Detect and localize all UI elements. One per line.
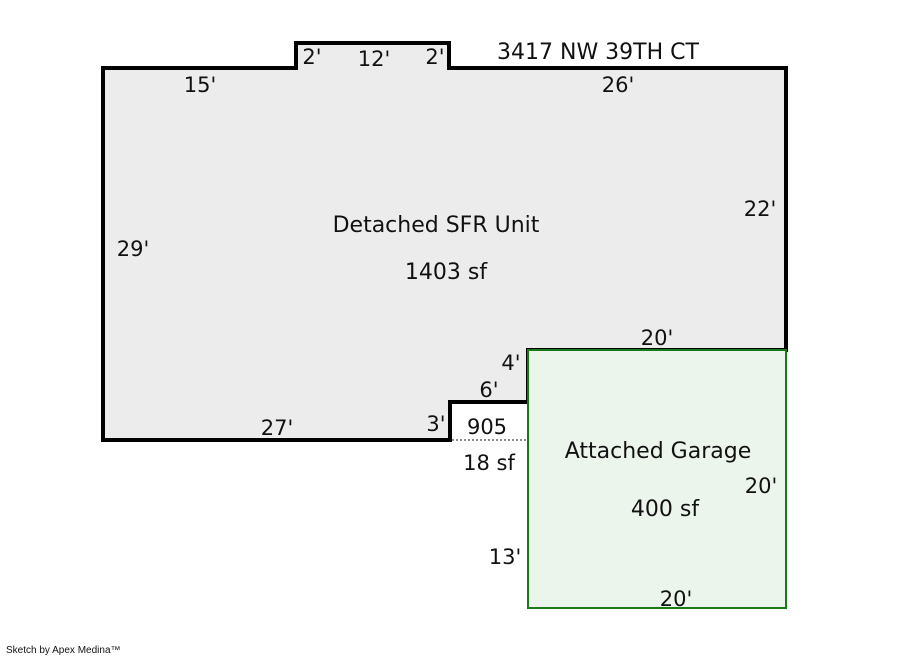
dim-garage-right: 20' bbox=[745, 474, 778, 498]
dim-step-horizontal: 6' bbox=[479, 378, 498, 402]
dim-bump-left: 2' bbox=[302, 45, 321, 69]
dim-porch-side: 3' bbox=[426, 412, 445, 436]
dim-top-left: 15' bbox=[184, 73, 217, 97]
dim-bottom: 27' bbox=[261, 416, 294, 440]
dim-step-vertical: 4' bbox=[501, 351, 520, 375]
porch-code-label: 905 bbox=[467, 415, 507, 439]
porch-area-sf: 18 sf bbox=[463, 451, 515, 475]
dim-garage-top: 20' bbox=[641, 326, 674, 350]
sketch-credit: Sketch by Apex Medina™ bbox=[6, 645, 121, 656]
garage-area-name: Attached Garage bbox=[565, 439, 751, 464]
house-area-name: Detached SFR Unit bbox=[333, 213, 540, 238]
dim-bump-top: 12' bbox=[358, 47, 391, 71]
dim-left: 29' bbox=[117, 237, 150, 261]
dim-bump-right: 2' bbox=[425, 45, 444, 69]
dim-right: 22' bbox=[744, 197, 777, 221]
garage-area-sf: 400 sf bbox=[631, 497, 700, 522]
garage-outline bbox=[527, 349, 787, 609]
dim-garage-bottom: 20' bbox=[660, 587, 693, 611]
address-label: 3417 NW 39TH CT bbox=[497, 40, 700, 65]
house-area-sf: 1403 sf bbox=[405, 260, 488, 285]
dim-top-right: 26' bbox=[602, 73, 635, 97]
dim-garage-left: 13' bbox=[489, 545, 522, 569]
